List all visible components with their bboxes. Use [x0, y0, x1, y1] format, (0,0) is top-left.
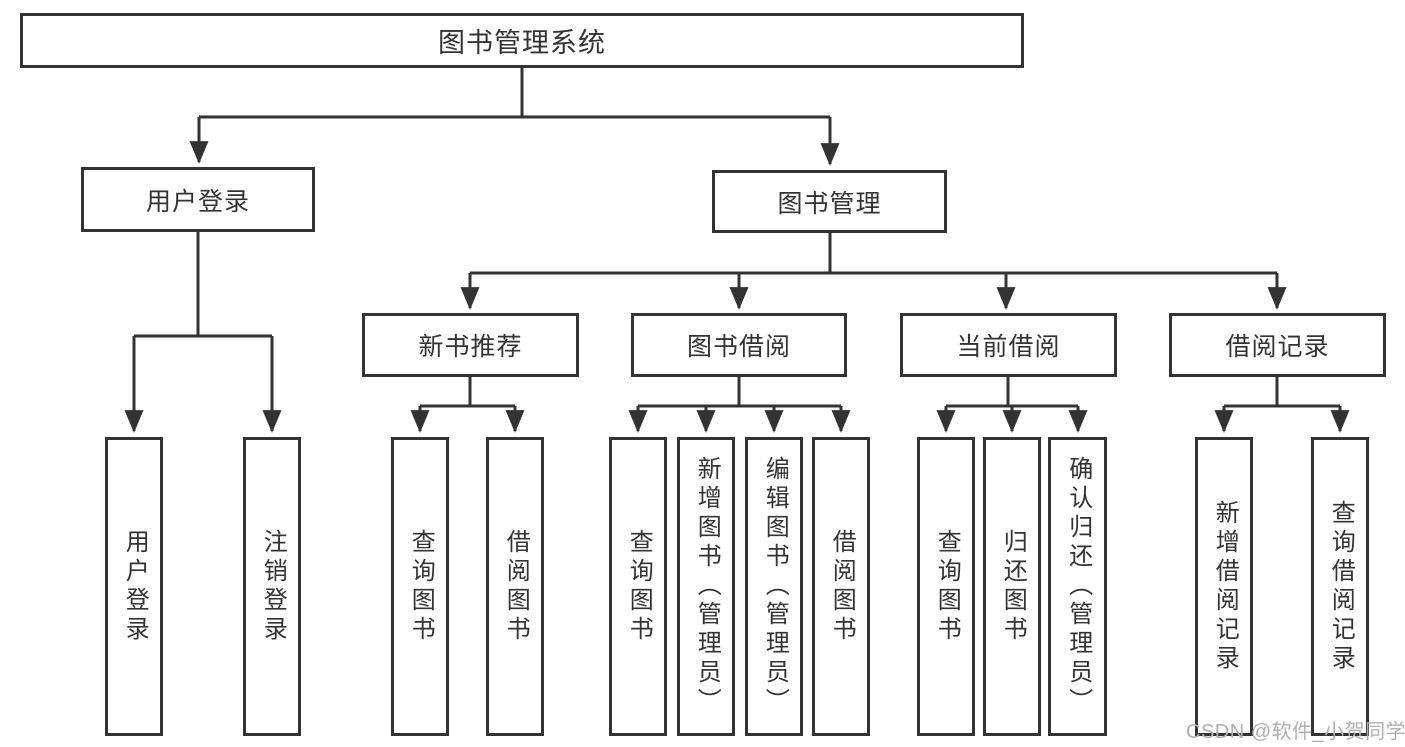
csdn-watermark: CSDN @软件_小贺同学 [1186, 721, 1405, 743]
node-library-management-system: 图书管理系统 [20, 13, 1024, 68]
leaf-logout: 注销登录 [243, 437, 301, 736]
leaf-query-books-borrow: 查询图书 [609, 437, 667, 736]
leaf-confirm-return-admin: 确认归还（管理员） [1048, 437, 1107, 736]
node-current-borrow: 当前借阅 [900, 313, 1117, 377]
node-book-management: 图书管理 [712, 170, 947, 233]
leaf-query-borrow-record: 查询借阅记录 [1311, 437, 1369, 736]
node-borrow-records: 借阅记录 [1169, 313, 1386, 377]
leaf-user-login: 用户登录 [105, 437, 163, 736]
leaf-add-book-admin: 新增图书（管理员） [677, 437, 735, 736]
leaf-borrow-books: 借阅图书 [812, 437, 870, 736]
leaf-borrow-books-recommend: 借阅图书 [486, 437, 544, 736]
leaf-return-book: 归还图书 [983, 437, 1041, 736]
leaf-query-books-current: 查询图书 [917, 437, 975, 736]
node-user-login: 用户登录 [81, 167, 315, 232]
node-new-book-recommend: 新书推荐 [362, 313, 579, 377]
node-book-borrow: 图书借阅 [631, 313, 847, 377]
leaf-edit-book-admin: 编辑图书（管理员） [745, 437, 803, 736]
leaf-add-borrow-record: 新增借阅记录 [1195, 437, 1253, 736]
leaf-query-books-recommend: 查询图书 [391, 437, 449, 736]
